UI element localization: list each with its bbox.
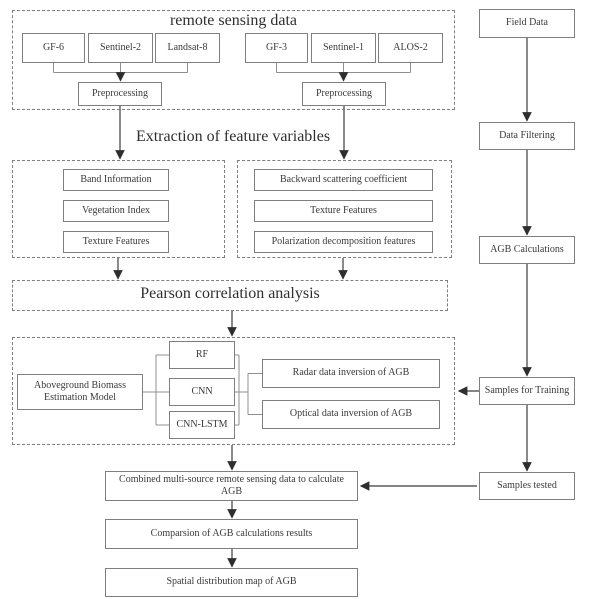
node-cnn-lstm: CNN-LSTM <box>169 411 235 439</box>
node-samples-tested: Samples tested <box>479 472 575 500</box>
node-rf: RF <box>169 341 235 369</box>
node-texture-features-radar: Texture Features <box>254 200 433 222</box>
node-preprocessing-radar: Preprocessing <box>302 82 386 106</box>
pearson-group <box>12 280 448 311</box>
node-landsat-8: Landsat-8 <box>155 33 220 63</box>
node-combined-agb: Combined multi-source remote sensing dat… <box>105 471 358 501</box>
optical-features-group <box>12 160 225 258</box>
node-vegetation-index: Vegetation Index <box>63 200 169 222</box>
node-data-filtering: Data Filtering <box>479 122 575 150</box>
radar-features-group <box>237 160 452 258</box>
node-texture-features-optical: Texture Features <box>63 231 169 253</box>
node-cnn: CNN <box>169 378 235 406</box>
abe-model-line1: Aboveground Biomass <box>34 379 126 391</box>
node-preprocessing-optical: Preprocessing <box>78 82 162 106</box>
model-group <box>12 337 455 445</box>
node-gf-3: GF-3 <box>245 33 308 63</box>
node-radar-inversion: Radar data inversion of AGB <box>262 359 440 388</box>
node-polarization-decomposition: Polarization decomposition features <box>254 231 433 253</box>
node-abe-model: Aboveground Biomass Estimation Model <box>17 374 143 410</box>
pearson-title: Pearson correlation analysis <box>140 285 320 302</box>
remote-sensing-title: remote sensing data <box>169 12 298 29</box>
node-backward-scattering: Backward scattering coefficient <box>254 169 433 191</box>
node-gf-6: GF-6 <box>22 33 85 63</box>
remote-sensing-group <box>12 10 455 110</box>
node-sentinel-2: Sentinel-2 <box>88 33 153 63</box>
node-alos-2: ALOS-2 <box>378 33 443 63</box>
node-spatial-map: Spatial distribution map of AGB <box>105 568 358 597</box>
node-field-data: Field Data <box>479 9 575 38</box>
node-band-information: Band Information <box>63 169 169 191</box>
abe-model-line2: Estimation Model <box>44 392 116 403</box>
node-samples-training: Samples for Training <box>479 377 575 405</box>
node-sentinel-1: Sentinel-1 <box>311 33 376 63</box>
node-agb-calculations: AGB Calculations <box>479 236 575 264</box>
node-optical-inversion: Optical data inversion of AGB <box>262 400 440 429</box>
node-comparison-agb: Comparsion of AGB calculations results <box>105 519 358 549</box>
extraction-title: Extraction of feature variables <box>135 128 331 145</box>
